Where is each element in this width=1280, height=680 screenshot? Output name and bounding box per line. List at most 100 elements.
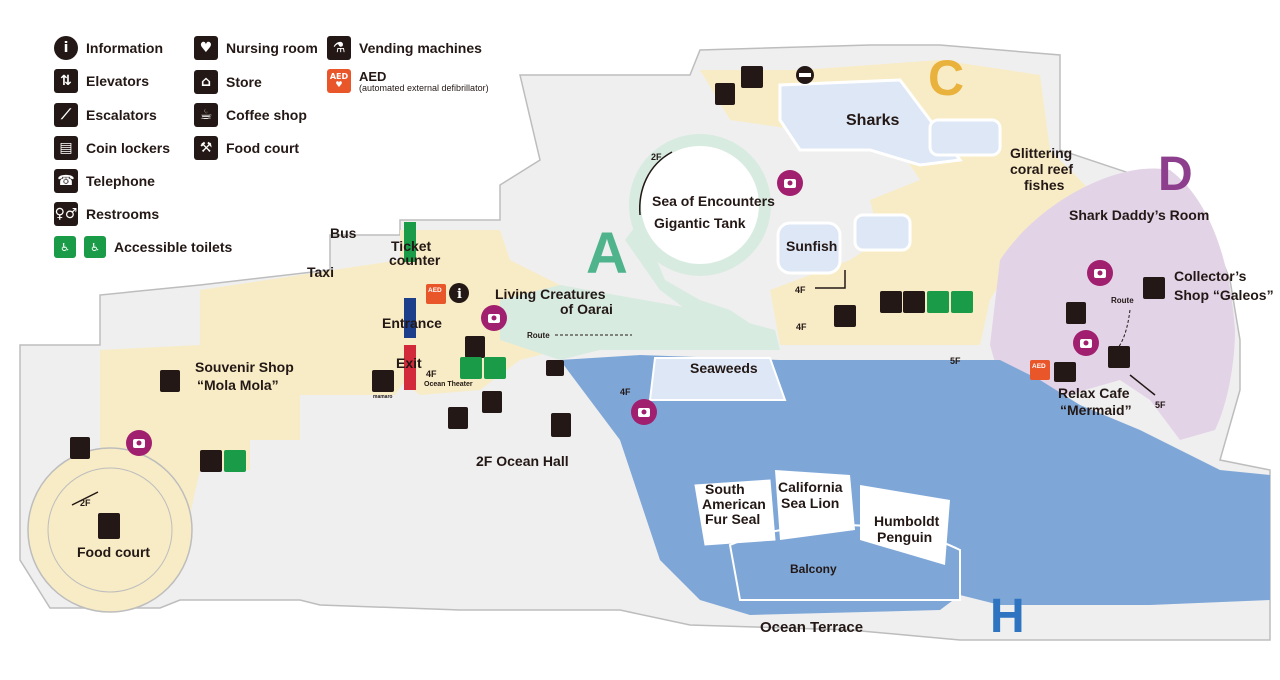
legend-restrooms-label: Restrooms bbox=[86, 206, 160, 222]
collectors-label-2: Shop “Galeos” bbox=[1174, 287, 1274, 303]
sea-lion-label-2: Sea Lion bbox=[781, 495, 839, 511]
nursing-room-icon: ♥ bbox=[194, 36, 218, 60]
legend-aed-label: AED bbox=[359, 69, 387, 84]
floor-4f-blue: 4F bbox=[620, 387, 631, 397]
zone-a-area bbox=[500, 285, 780, 360]
legend-nursing-room-label: Nursing room bbox=[226, 40, 318, 56]
fur-seal-label-2: American bbox=[702, 496, 766, 512]
arrow-4f-sunfish bbox=[815, 270, 846, 289]
glittering-label-2: coral reef bbox=[1010, 161, 1073, 177]
route-label-d: Route bbox=[1111, 296, 1134, 305]
coral-tank-2 bbox=[928, 118, 1002, 157]
exit-marker bbox=[404, 345, 416, 390]
sharks-label: Sharks bbox=[846, 112, 899, 129]
entrance-marker bbox=[404, 298, 416, 338]
coral-tank-1 bbox=[853, 213, 912, 252]
legend-vending-machines: ⚗ Vending machines bbox=[327, 36, 482, 60]
entrance-area bbox=[400, 230, 560, 395]
ticket-counter-label-1: Ticket bbox=[391, 238, 432, 254]
elevator-icon bbox=[482, 391, 502, 413]
no-entry-bar bbox=[799, 73, 811, 77]
legend-aed-sublabel: (automated external defibrillator) bbox=[359, 83, 489, 93]
vending-icon bbox=[741, 66, 763, 88]
sunfish-label: Sunfish bbox=[786, 238, 837, 254]
store-icon bbox=[160, 370, 180, 392]
legend-escalators: ⟋ Escalators bbox=[54, 103, 157, 127]
legend-aed: AED♥ AED (automated external defibrillat… bbox=[327, 69, 489, 93]
accessible-toilet-icon bbox=[484, 357, 506, 379]
restroom-icon bbox=[448, 407, 468, 429]
info-icon: i bbox=[449, 283, 469, 303]
food-court-icon bbox=[98, 513, 120, 539]
souvenir-label-2: “Mola Mola” bbox=[197, 377, 279, 393]
restroom-icon bbox=[880, 291, 902, 313]
legend-coin-lockers-label: Coin lockers bbox=[86, 140, 171, 156]
aed-map-badge: AED bbox=[428, 287, 442, 294]
legend-vending-machines-label: Vending machines bbox=[359, 40, 482, 56]
accessible-toilet-icon: ♿ bbox=[54, 236, 76, 258]
accessible-toilet-icon bbox=[224, 450, 246, 472]
relax-cafe-label-1: Relax Cafe bbox=[1058, 385, 1130, 401]
legend-coin-lockers: ▤ Coin lockers bbox=[54, 136, 170, 160]
legend-escalators-label: Escalators bbox=[86, 107, 157, 123]
living-creatures-label-1: Living Creatures bbox=[495, 286, 606, 302]
relax-cafe-label-2: “Mermaid” bbox=[1060, 402, 1132, 418]
legend-food-court: ⚒ Food court bbox=[194, 136, 299, 160]
legend-store: ⌂ Store bbox=[194, 70, 262, 94]
elevator-icon bbox=[70, 437, 90, 459]
ticket-counter-label-2: counter bbox=[389, 252, 441, 268]
seaweeds-tank bbox=[648, 357, 787, 401]
zone-d-letter: D bbox=[1158, 148, 1193, 201]
floor-2f-tank: 2F bbox=[651, 152, 662, 162]
arrow-2f-food bbox=[71, 491, 99, 506]
sea-lion-pool bbox=[775, 470, 855, 540]
mamaro-label: mamaro bbox=[373, 394, 392, 400]
penguin-label-1: Humboldt bbox=[874, 513, 940, 529]
aed-map-badge-2: AED bbox=[1032, 363, 1046, 370]
ticket-marker bbox=[404, 222, 416, 262]
sea-of-encounters-tank bbox=[629, 134, 771, 276]
cream-west-area bbox=[100, 260, 420, 560]
ocean-theater-label: Ocean Theater bbox=[424, 381, 473, 388]
aed-map-icon: AED bbox=[426, 284, 446, 304]
gigantic-tank-ramp bbox=[625, 220, 760, 345]
legend-nursing-room: ♥ Nursing room bbox=[194, 36, 318, 60]
ocean-theater-floor: 4F bbox=[426, 369, 437, 379]
aed-icon-text: AED bbox=[329, 72, 349, 81]
telephone-icon: ☎ bbox=[54, 169, 78, 193]
floor-4f-center: 4F bbox=[796, 322, 807, 332]
store-icon: ⌂ bbox=[194, 70, 218, 94]
aed-map-icon: AED bbox=[1030, 360, 1050, 380]
entrance-label: Entrance bbox=[382, 315, 442, 331]
accessible-toilet-icon bbox=[951, 291, 973, 313]
escalator-icon: ⟋ bbox=[54, 103, 78, 127]
escalator-icon bbox=[1108, 346, 1130, 368]
accessible-toilet-icon: ♿ bbox=[84, 236, 106, 258]
gigantic-tank-label: Gigantic Tank bbox=[654, 215, 746, 231]
penguin-label-2: Penguin bbox=[877, 529, 932, 545]
balcony-label: Balcony bbox=[790, 562, 837, 576]
information-icon: i bbox=[54, 36, 78, 60]
fur-seal-label-1: South bbox=[705, 481, 745, 497]
camera-icon bbox=[777, 170, 803, 196]
legend-elevators: ⇅ Elevators bbox=[54, 69, 149, 93]
sea-of-encounters-label: Sea of Encounters bbox=[652, 193, 775, 209]
arrow-5f-d bbox=[1129, 374, 1156, 396]
floor-5f-blue: 5F bbox=[950, 356, 961, 366]
sunfish-tank bbox=[776, 221, 842, 275]
legend-information-label: Information bbox=[86, 40, 163, 56]
route-arrow-d bbox=[1117, 309, 1131, 349]
elevator-icon bbox=[465, 336, 485, 358]
camera-icon bbox=[481, 305, 507, 331]
legend-aed-text: AED (automated external defibrillator) bbox=[359, 69, 489, 93]
restroom-icon: ♀♂ bbox=[54, 202, 78, 226]
food-court-label: Food court bbox=[77, 544, 150, 560]
zone-h-letter: H bbox=[990, 590, 1025, 643]
zone-d-area bbox=[990, 168, 1235, 440]
zone-c-letter: C bbox=[928, 50, 964, 106]
camera-icon bbox=[1073, 330, 1099, 356]
coffee-shop-icon bbox=[1054, 362, 1076, 382]
legend-telephone: ☎ Telephone bbox=[54, 169, 155, 193]
legend-coffee-shop-label: Coffee shop bbox=[226, 107, 307, 123]
legend-information: i Information bbox=[54, 36, 163, 60]
